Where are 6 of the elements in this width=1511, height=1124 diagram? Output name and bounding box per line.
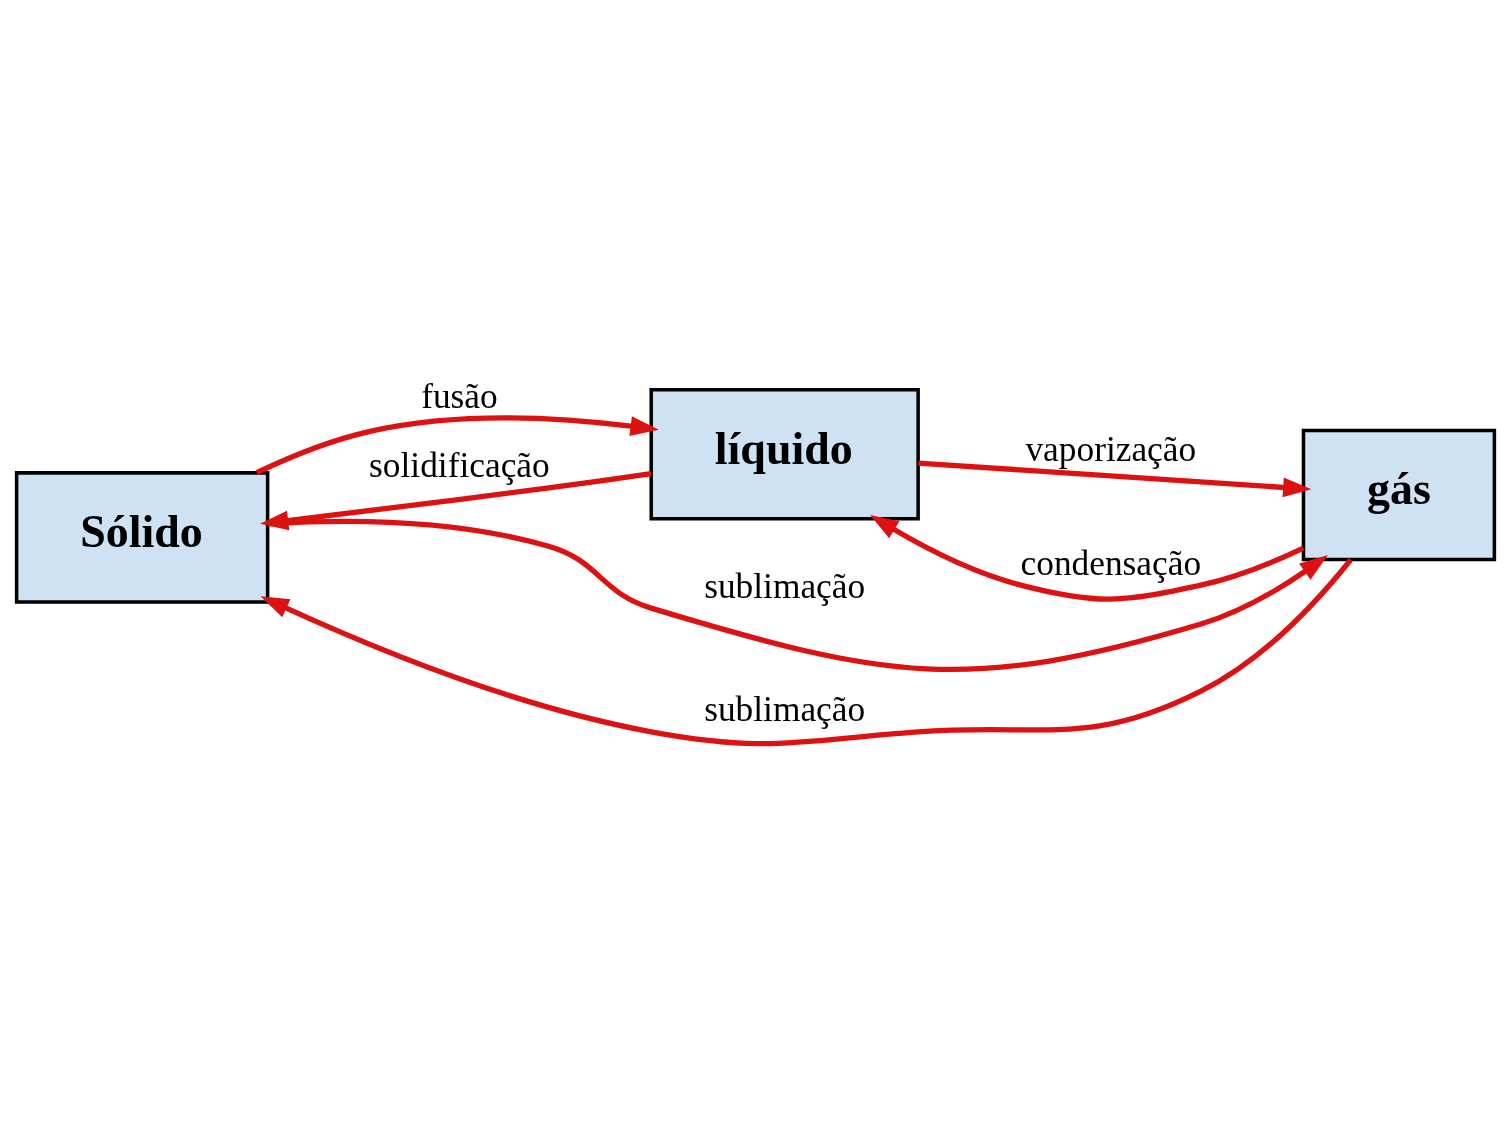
edge-label: solidificação: [369, 445, 550, 486]
edge-label: sublimação: [704, 565, 866, 606]
edge-label: vaporização: [1025, 429, 1197, 470]
edge-label: condensação: [1020, 542, 1202, 583]
edge-label: fusão: [421, 376, 498, 417]
edge-label: sublimação: [704, 689, 866, 730]
